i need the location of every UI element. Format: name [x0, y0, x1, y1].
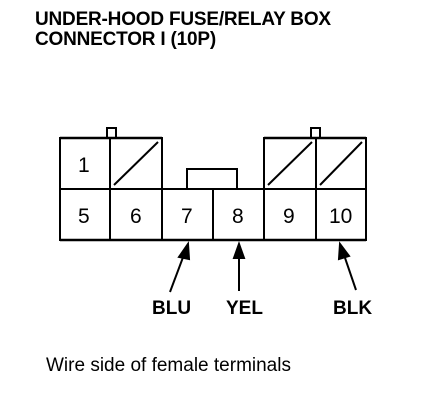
pin-label-6: 6: [130, 205, 142, 228]
unused-slash-4: [319, 141, 363, 186]
wire-color-blu: BLU: [152, 298, 191, 319]
title-line-1: UNDER-HOOD FUSE/RELAY BOX: [35, 9, 331, 30]
pin-label-7: 7: [181, 205, 193, 228]
arrow-blk-head: [337, 241, 351, 261]
diagram-caption: Wire side of female terminals: [46, 355, 291, 376]
pin-label-10: 10: [329, 205, 352, 228]
diagram-title: UNDER-HOOD FUSE/RELAY BOX CONNECTOR I (1…: [35, 10, 331, 50]
title-line-2: CONNECTOR I (10P): [35, 29, 216, 50]
arrow-blk-line: [342, 251, 357, 291]
arrow-yel-head: [232, 241, 246, 259]
right-lock-tab: [310, 127, 321, 139]
wire-color-blk: BLK: [333, 298, 372, 319]
unused-slash-3: [267, 141, 313, 186]
center-key: [186, 168, 238, 190]
pin-label-5: 5: [78, 205, 90, 228]
wire-color-yel: YEL: [226, 298, 263, 319]
pin-label-9: 9: [283, 205, 295, 228]
unused-slash-2: [113, 141, 159, 186]
arrow-blu-head: [177, 241, 191, 261]
pin-label-8: 8: [232, 205, 244, 228]
left-lock-tab: [106, 127, 117, 139]
pin-label-1: 1: [78, 154, 90, 177]
